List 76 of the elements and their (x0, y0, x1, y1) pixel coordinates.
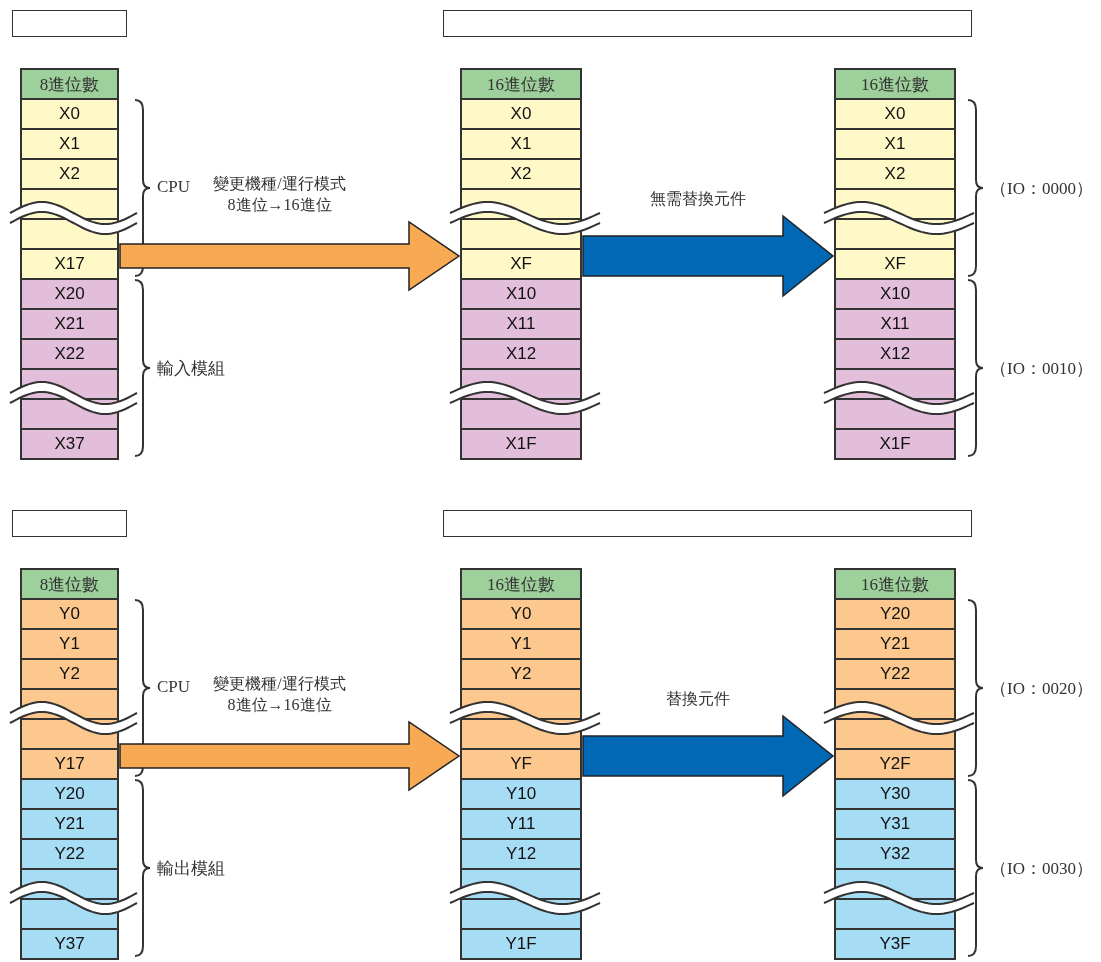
device-cell: X0 (22, 100, 117, 130)
device-cell: X1F (462, 430, 580, 460)
device-cell: Y1F (462, 930, 580, 960)
device-cell: Y31 (836, 810, 954, 840)
device-cell: X11 (462, 310, 580, 340)
bracket-label: 輸入模組 (157, 358, 225, 380)
device-cell: Y12 (462, 840, 580, 870)
device-cell: X1 (836, 130, 954, 160)
block-arrow (119, 220, 461, 292)
device-table (834, 568, 956, 960)
device-cell: X2 (22, 160, 117, 190)
device-cell: X21 (22, 310, 117, 340)
device-cell: Y2 (22, 660, 117, 690)
device-cell: X0 (836, 100, 954, 130)
header-box (12, 510, 127, 537)
bracket-label: （IO：0010） (990, 358, 1093, 380)
device-cell: Y32 (836, 840, 954, 870)
device-cell: X2 (836, 160, 954, 190)
device-table (20, 68, 119, 460)
device-cell: X1 (22, 130, 117, 160)
device-cell: X2 (462, 160, 580, 190)
device-cell: XF (836, 250, 954, 280)
device-table (460, 568, 582, 960)
device-cell: X12 (462, 340, 580, 370)
device-cell: X0 (462, 100, 580, 130)
device-cell: Y20 (836, 600, 954, 630)
device-cell: Y0 (22, 600, 117, 630)
block-arrow (582, 214, 835, 298)
header-cell: 16進位數 (836, 70, 954, 100)
device-cell: Y30 (836, 780, 954, 810)
device-cell: Y2F (836, 750, 954, 780)
device-cell: Y1 (462, 630, 580, 660)
device-cell: Y21 (22, 810, 117, 840)
device-cell: X11 (836, 310, 954, 340)
header-cell: 8進位數 (22, 70, 117, 100)
device-table (20, 568, 119, 960)
bracket-label: 輸出模組 (157, 858, 225, 880)
device-cell: Y20 (22, 780, 117, 810)
device-cell: X20 (22, 280, 117, 310)
device-table (834, 68, 956, 460)
device-cell: Y2 (462, 660, 580, 690)
device-cell: X1 (462, 130, 580, 160)
bracket-label: （IO：0030） (990, 858, 1093, 880)
device-cell: Y11 (462, 810, 580, 840)
device-cell: X22 (22, 340, 117, 370)
device-cell: YF (462, 750, 580, 780)
device-cell: Y3F (836, 930, 954, 960)
device-cell: Y1 (22, 630, 117, 660)
bracket-label: （IO：0020） (990, 678, 1093, 700)
device-cell: Y0 (462, 600, 580, 630)
device-cell: Y22 (22, 840, 117, 870)
device-cell: X10 (836, 280, 954, 310)
device-cell: Y22 (836, 660, 954, 690)
header-cell: 16進位數 (462, 570, 580, 600)
header-box (12, 10, 127, 37)
device-cell: XF (462, 250, 580, 280)
device-cell: X12 (836, 340, 954, 370)
device-cell: Y17 (22, 750, 117, 780)
device-cell: Y21 (836, 630, 954, 660)
bracket-label: （IO：0000） (990, 178, 1093, 200)
device-cell: Y10 (462, 780, 580, 810)
header-cell: 16進位數 (836, 570, 954, 600)
header-box (443, 510, 972, 537)
header-box (443, 10, 972, 37)
header-cell: 8進位數 (22, 570, 117, 600)
block-arrow (582, 714, 835, 798)
header-cell: 16進位數 (462, 70, 580, 100)
bracket-label: CPU (157, 677, 191, 697)
device-cell: X1F (836, 430, 954, 460)
device-cell: X37 (22, 430, 117, 460)
device-cell: X17 (22, 250, 117, 280)
device-table (460, 68, 582, 460)
device-cell: Y37 (22, 930, 117, 960)
device-cell: X10 (462, 280, 580, 310)
bracket-label: CPU (157, 177, 191, 197)
block-arrow (119, 720, 461, 792)
